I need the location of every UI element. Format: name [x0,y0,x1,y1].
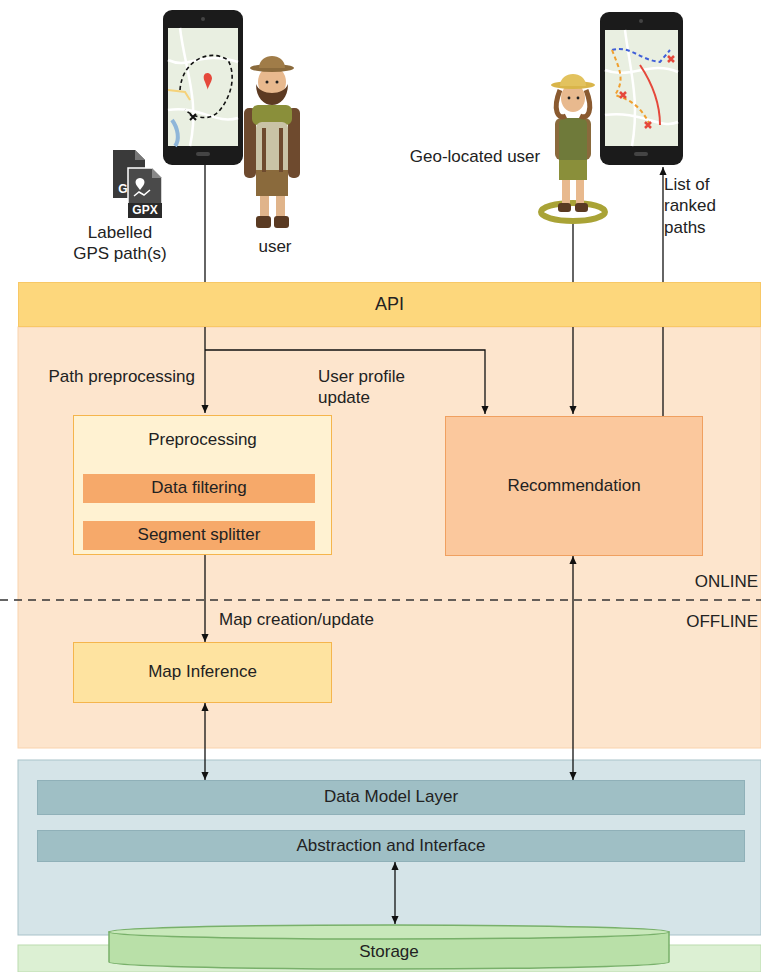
module-box: Recommendation [445,416,703,556]
node-text: Recommendation [507,476,640,496]
connector-label: Map creation/update [219,610,374,630]
user-caption: user [255,236,295,257]
module-box: PreprocessingData filteringSegment split… [73,415,332,555]
service-region [18,327,761,748]
api-band: API [18,282,761,327]
connector-arrow [394,862,395,924]
connector-arrow [204,703,205,780]
file-icon-letter: GPX [128,203,162,218]
submodule-bar: Data filtering [83,474,315,503]
flow-caption: Path preprocessing [20,366,195,387]
connector-arrow [572,556,573,780]
node-text: API [375,294,404,316]
submodule-bar: Segment splitter [83,521,315,550]
data-band [18,760,761,935]
node-text: Segment splitter [138,525,261,545]
node-text: Data Model Layer [324,787,458,807]
connector-arrow [204,555,205,642]
node-text: Preprocessing [148,430,257,450]
node-text: Storage [359,942,419,962]
cylinder-top [109,925,669,939]
phone-left [163,10,243,165]
layer-bar: Abstraction and Interface [37,830,745,862]
module-box: Map Inference [73,642,332,703]
gpx-file-icons [113,150,162,218]
phone-right [600,12,683,165]
file-icon-letter: G [113,182,133,197]
hiker-woman [541,74,605,221]
online-offline-divider [0,599,761,600]
flow-caption: User profile update [318,366,438,409]
user-caption: Geo-located user [405,146,545,167]
zone-caption: ONLINE [640,571,758,592]
hiker-man [244,56,300,228]
storage-cylinder: Storage [108,924,670,970]
node-text: Abstraction and Interface [296,836,485,856]
zone-caption: OFFLINE [640,611,758,632]
file-caption: Labelled GPS path(s) [70,222,170,265]
output-caption: List of ranked paths [664,174,744,238]
node-text: Data filtering [151,478,246,498]
layer-bar: Data Model Layer [37,780,745,815]
node-text: Map Inference [148,662,257,682]
